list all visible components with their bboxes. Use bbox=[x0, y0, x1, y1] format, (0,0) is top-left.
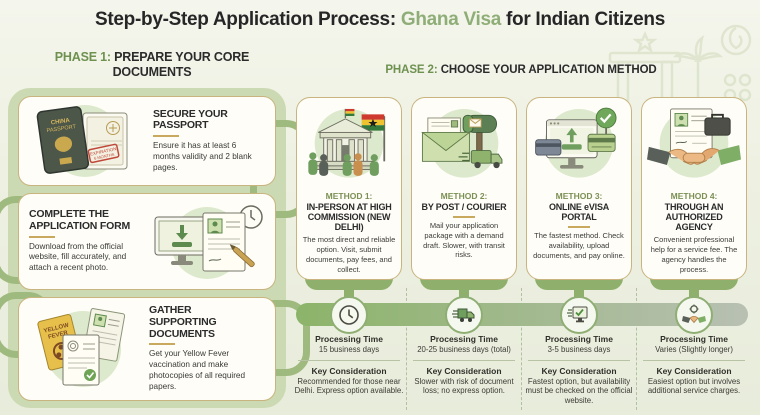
method-card-agency: METHOD 4: THROUGH AN AUTHORIZED AGENCY C… bbox=[641, 97, 747, 280]
method-description: Convenient professional help for a servi… bbox=[650, 235, 738, 274]
method-label: METHOD 3: bbox=[555, 191, 603, 201]
phase1-heading: PREPARE YOUR CORE DOCUMENTS bbox=[112, 50, 250, 79]
phase2-heading: CHOOSE YOUR APPLICATION METHOD bbox=[440, 64, 657, 76]
method-title: IN-PERSON AT HIGH COMMISSION (NEW DELHI) bbox=[306, 202, 392, 233]
method-description: The most direct and reliable option. Vis… bbox=[302, 235, 396, 274]
key-consideration-label: Key Consideration bbox=[541, 365, 617, 376]
info-divider bbox=[528, 359, 630, 361]
step-description: Download from the official website, fill… bbox=[29, 241, 127, 273]
processing-time-label: Processing Time bbox=[430, 334, 498, 344]
method-info-evisa: Processing Time 3-5 business days Key Co… bbox=[524, 334, 634, 406]
key-consideration-value: Easiest option but involves additional s… bbox=[647, 376, 741, 396]
passport-illustration: EXPIRATION 6 MONTHS CHINA PASSPORT bbox=[27, 101, 147, 181]
method-description: Mail your application package with a dem… bbox=[423, 221, 505, 260]
delivery-truck-icon bbox=[452, 308, 475, 322]
title-highlight: Ghana Visa bbox=[400, 9, 501, 30]
handshake-gear-icon bbox=[682, 304, 706, 324]
processing-time-value: 15 business days bbox=[318, 345, 380, 354]
method-label: METHOD 2: bbox=[440, 191, 488, 201]
timeline-node bbox=[560, 296, 598, 334]
svg-text:6 MONTHS: 6 MONTHS bbox=[94, 152, 116, 161]
phase1-label: PHASE 1: bbox=[54, 50, 111, 64]
connector-stem bbox=[344, 286, 354, 302]
key-consideration-label: Key Consideration bbox=[311, 365, 387, 376]
step-title: GATHER SUPPORTING DOCUMENTS bbox=[149, 304, 217, 340]
supporting-documents-illustration: YELLOW FEVER bbox=[27, 303, 143, 395]
page-title: Step-by-Step Application Process: Ghana … bbox=[0, 9, 760, 31]
step-card-passport: EXPIRATION 6 MONTHS CHINA PASSPORT SECUR… bbox=[18, 96, 276, 186]
method-card-post-courier: METHOD 2: BY POST / COURIER Mail your ap… bbox=[411, 97, 517, 280]
gold-divider bbox=[568, 226, 590, 229]
clock-icon bbox=[339, 305, 359, 325]
method-title: ONLINE eVISA PORTAL bbox=[548, 202, 610, 223]
processing-time-label: Processing Time bbox=[315, 334, 383, 344]
processing-time-value: Varies (Slightly longer) bbox=[655, 345, 733, 354]
svg-text:PASSPORT: PASSPORT bbox=[46, 124, 77, 134]
evisa-portal-illustration bbox=[532, 102, 626, 190]
step-description: Get your Yellow Fever vaccination and ma… bbox=[149, 349, 246, 391]
key-consideration-value: Slower with risk of document loss; no ex… bbox=[414, 376, 514, 396]
info-divider bbox=[298, 359, 400, 361]
processing-time-label: Processing Time bbox=[660, 334, 728, 344]
key-consideration-value: Recommended for those near Delhi. Expres… bbox=[294, 376, 404, 396]
step-title: SECURE YOUR PASSPORT bbox=[153, 107, 228, 132]
method-label: METHOD 1: bbox=[325, 191, 373, 201]
timeline-bar bbox=[296, 303, 748, 326]
gold-divider bbox=[453, 216, 475, 219]
gold-divider bbox=[29, 235, 55, 238]
processing-time-value: 3-5 business days bbox=[547, 345, 611, 354]
connector-stem bbox=[459, 286, 469, 302]
method-info-in-person: Processing Time 15 business days Key Con… bbox=[294, 334, 404, 396]
phase2-header: PHASE 2: CHOOSE YOUR APPLICATION METHOD bbox=[292, 64, 750, 76]
step-card-application-form: COMPLETE THE APPLICATION FORM Download f… bbox=[18, 193, 276, 290]
connector-stem bbox=[574, 286, 584, 302]
gold-divider bbox=[153, 135, 179, 137]
processing-time-value: 20-25 business days (total) bbox=[417, 345, 511, 354]
method-card-evisa-portal: METHOD 3: ONLINE eVISA PORTAL The fastes… bbox=[526, 97, 632, 280]
svg-text:CHINA: CHINA bbox=[51, 118, 71, 127]
agency-handshake-illustration bbox=[647, 102, 741, 190]
connector-stem bbox=[689, 286, 699, 302]
method-description: The fastest method. Check availability, … bbox=[533, 231, 625, 260]
method-title: THROUGH AN AUTHORIZED AGENCY bbox=[664, 202, 724, 233]
phase2-label: PHASE 2: bbox=[385, 64, 438, 76]
method-info-agency: Processing Time Varies (Slightly longer)… bbox=[639, 334, 749, 396]
processing-time-label: Processing Time bbox=[545, 334, 613, 344]
key-consideration-label: Key Consideration bbox=[656, 365, 732, 376]
key-consideration-label: Key Consideration bbox=[426, 365, 502, 376]
title-suffix: for Indian Citizens bbox=[505, 9, 665, 30]
svg-text:EXPIRATION: EXPIRATION bbox=[89, 146, 116, 156]
method-label: METHOD 4: bbox=[670, 191, 718, 201]
step-description: Ensure it has at least 6 months validity… bbox=[153, 141, 252, 172]
key-consideration-value: Fastest option, but availability must be… bbox=[525, 376, 633, 405]
phase1-header: PHASE 1: PREPARE YOUR CORE DOCUMENTS bbox=[52, 50, 252, 80]
ghana-landmarks-watermark bbox=[608, 24, 752, 106]
form-download-illustration bbox=[147, 201, 267, 283]
method-title: BY POST / COURIER bbox=[421, 202, 507, 212]
gold-divider bbox=[149, 343, 175, 346]
svg-text:FEVER: FEVER bbox=[48, 330, 70, 341]
method-card-in-person: METHOD 1: IN-PERSON AT HIGH COMMISSION (… bbox=[296, 97, 402, 280]
title-prefix: Step-by-Step Application Process: bbox=[95, 9, 396, 30]
column-divider bbox=[521, 288, 522, 410]
step-card-documents: YELLOW FEVER bbox=[18, 297, 276, 401]
high-commission-illustration bbox=[302, 102, 396, 190]
info-divider bbox=[643, 359, 745, 361]
info-divider bbox=[413, 359, 515, 361]
post-courier-illustration bbox=[417, 102, 511, 190]
timeline-node bbox=[675, 296, 713, 334]
step-title: COMPLETE THE APPLICATION FORM bbox=[29, 208, 131, 232]
column-divider bbox=[636, 288, 637, 410]
method-info-post-courier: Processing Time 20-25 business days (tot… bbox=[409, 334, 519, 396]
online-check-icon bbox=[567, 306, 588, 323]
timeline-node bbox=[330, 296, 368, 334]
timeline-node bbox=[445, 296, 483, 334]
column-divider bbox=[406, 288, 407, 410]
